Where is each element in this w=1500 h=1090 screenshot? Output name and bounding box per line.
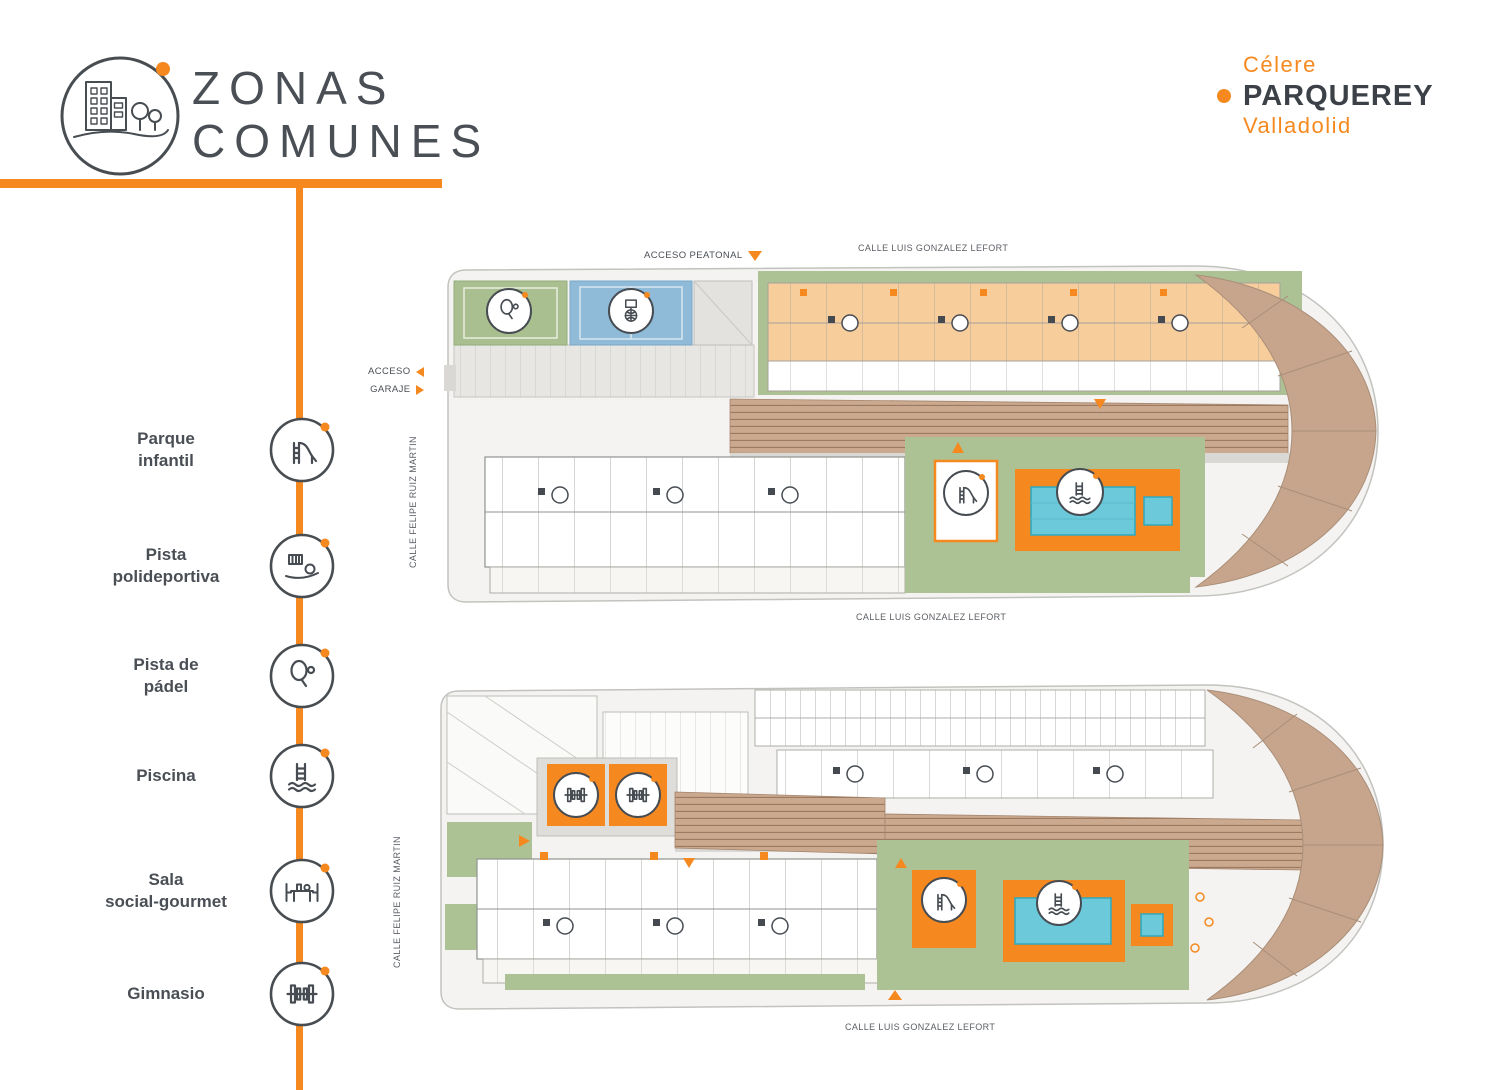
street-label-calle-luis-bottom-top-plan: CALLE LUIS GONZALEZ LEFORT	[856, 612, 1007, 622]
legend-item-pista-polideportiva: Pista polideportiva	[70, 532, 336, 600]
zone-playground	[933, 459, 999, 543]
slide-icon	[269, 417, 335, 483]
legend-item-label: Pista de pádel	[70, 654, 268, 698]
zone-parking	[754, 689, 1214, 799]
street-label-calle-felipe-bottom: CALLE FELIPE RUIZ MARTIN	[392, 836, 402, 968]
zone-pool	[1003, 880, 1173, 962]
padel-racket-icon	[269, 643, 335, 709]
legend-label-line1: Pista	[145, 544, 187, 564]
legend-label-line1: Parque	[137, 428, 195, 448]
site-plan-bottom	[440, 684, 1384, 1010]
zone-garden-strip	[505, 974, 865, 990]
social-room-icon	[269, 858, 335, 924]
zone-terraces	[674, 791, 886, 855]
legend-label-line1: Gimnasio	[127, 983, 205, 1003]
legend-item-label: Pista polideportiva	[70, 544, 268, 588]
zone-pool	[1015, 468, 1180, 551]
street-label-calle-felipe-top: CALLE FELIPE RUIZ MARTIN	[408, 436, 418, 568]
zone-curved-landscape	[1194, 274, 1377, 588]
zone-padel-court	[453, 280, 568, 346]
access-marker-icon	[519, 835, 530, 847]
legend-label-line1: Piscina	[136, 765, 196, 785]
zone-residential-block-south	[484, 456, 906, 594]
garaje-text: GARAJE	[370, 384, 411, 395]
zone-curved-landscape	[1206, 689, 1384, 1001]
legend-spine-line	[296, 179, 303, 1090]
access-marker-icon	[952, 442, 964, 453]
access-marker-icon	[888, 990, 902, 1000]
legend-item-label: Piscina	[70, 765, 268, 787]
acceso-text: ACCESO	[368, 366, 411, 377]
legend-label-line1: Pista de	[133, 654, 199, 674]
legend-item-piscina: Piscina	[70, 742, 336, 810]
acceso-peatonal-label: ACCESO PEATONAL	[644, 250, 762, 261]
dumbbell-icon	[269, 961, 335, 1027]
legend-item-gimnasio: Gimnasio	[70, 960, 336, 1028]
site-plan-top	[444, 265, 1379, 603]
street-label-calle-luis-top: CALLE LUIS GONZALEZ LEFORT	[858, 243, 1009, 253]
zone-garage-access	[444, 344, 755, 398]
page-title: ZONAS COMUNES	[192, 62, 490, 169]
arrow-left-icon	[415, 366, 424, 377]
arrow-down-icon	[747, 250, 762, 261]
sports-court-icon	[269, 533, 335, 599]
zone-playground	[912, 870, 976, 948]
brand-city: Valladolid	[1243, 113, 1352, 138]
utility-diagonal	[693, 280, 753, 346]
access-marker-icon	[683, 858, 695, 868]
page-title-line2: COMUNES	[192, 115, 491, 168]
arrow-right-icon	[415, 384, 424, 395]
legend-item-sala-social-gourmet: Sala social-gourmet	[70, 857, 336, 925]
legend-item-label: Parque infantil	[70, 428, 268, 472]
legend-item-pista-de-padel: Pista de pádel	[70, 642, 336, 710]
header-rule	[0, 179, 442, 188]
legend-label-line2: pádel	[143, 677, 189, 696]
zone-gym	[536, 757, 678, 837]
zone-residential-block-north	[758, 271, 1302, 395]
zone-sports-court	[569, 280, 693, 346]
legend-label-line2: social-gourmet	[105, 892, 227, 911]
legend-label-line2: infantil	[138, 451, 194, 470]
brand-name: PARQUEREY	[1243, 80, 1434, 112]
pool-ladder-icon	[269, 743, 335, 809]
acceso-garaje-label: ACCESO GARAJE	[368, 366, 424, 395]
page-title-line1: ZONAS	[192, 62, 396, 114]
logo-accent-dot	[156, 62, 170, 76]
brand-pre: Célere	[1243, 52, 1317, 77]
zone-garden-strip	[905, 577, 1190, 593]
planting-accents	[1190, 892, 1214, 953]
access-marker-icon	[895, 858, 907, 868]
access-marker-icon	[1094, 399, 1106, 409]
legend-label-line1: Sala	[148, 869, 184, 889]
zone-residential-block-south	[476, 852, 879, 984]
acceso-peatonal-text: ACCESO PEATONAL	[644, 250, 743, 261]
legend-item-parque-infantil: Parque infantil	[70, 416, 336, 484]
zonas-comunes-logo	[56, 50, 186, 185]
legend-item-label: Gimnasio	[70, 983, 268, 1005]
legend-item-label: Sala social-gourmet	[70, 869, 268, 913]
brand-bullet-icon	[1217, 89, 1231, 103]
brand: Célere PARQUEREY Valladolid	[1217, 52, 1434, 139]
logo-illustration	[60, 56, 180, 176]
street-label-calle-luis-bottom-bottom-plan: CALLE LUIS GONZALEZ LEFORT	[845, 1022, 996, 1032]
legend-label-line2: polideportiva	[112, 567, 220, 586]
